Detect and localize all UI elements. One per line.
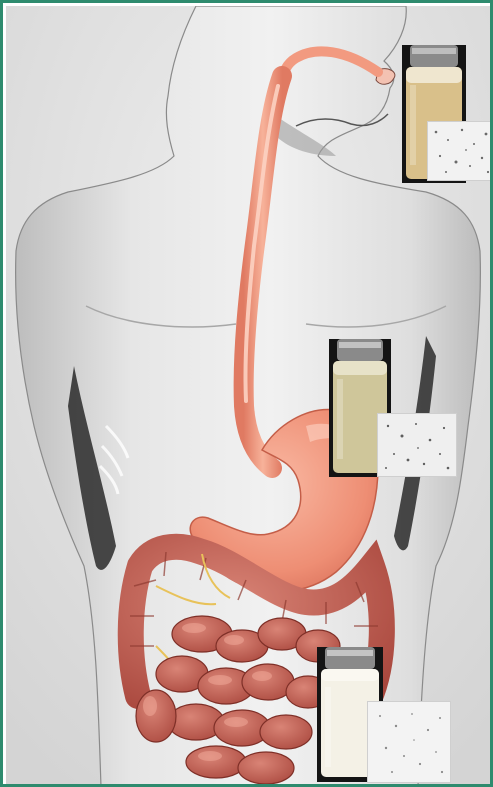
micrograph-3-particles — [368, 702, 450, 782]
micrograph-1 — [427, 121, 493, 181]
micrograph-2-particles — [378, 414, 456, 476]
micrograph-2 — [377, 413, 457, 477]
micrograph-3 — [367, 701, 451, 783]
micrograph-1-particles — [428, 122, 493, 180]
